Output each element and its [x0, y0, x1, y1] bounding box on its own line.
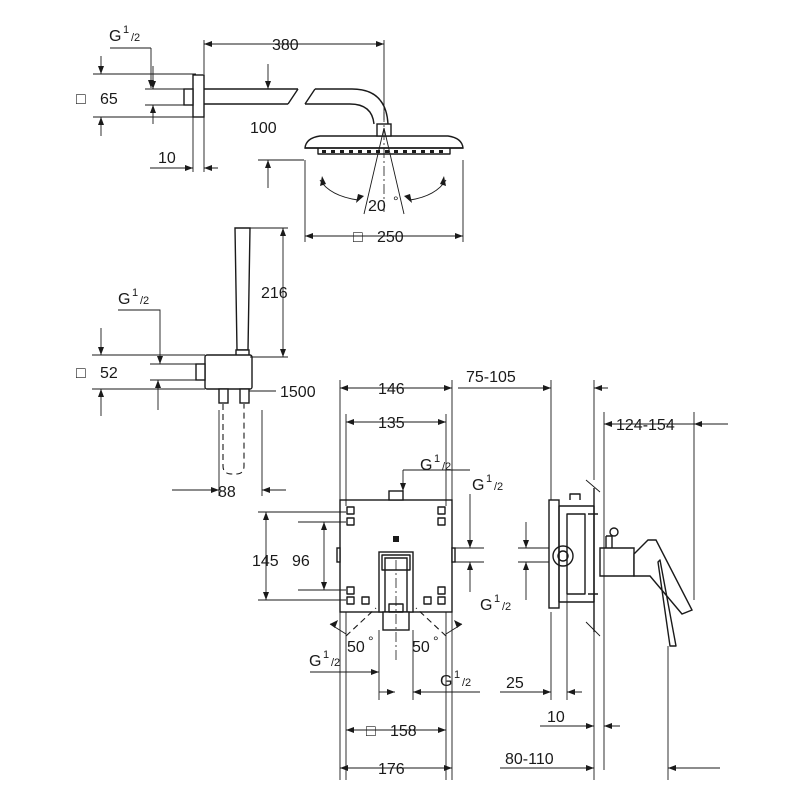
svg-text:°: ° — [433, 633, 439, 649]
svg-text:/2: /2 — [462, 677, 471, 689]
head-tilt-arc-left — [319, 179, 359, 201]
svg-text:°: ° — [368, 633, 374, 649]
side-projection-label: 124-154 — [616, 417, 675, 434]
side-trim — [599, 547, 635, 577]
hand-holder-thread — [195, 363, 206, 381]
hand-holder-outlet-left — [218, 388, 229, 404]
hand-thread-g: G — [118, 291, 130, 308]
side-lever-tip — [657, 559, 677, 647]
side-offset-10-label: 10 — [547, 709, 565, 726]
arm-wall-flange — [192, 74, 205, 118]
svg-text:/2: /2 — [140, 295, 149, 307]
shower-arm-view — [93, 40, 389, 188]
arm-break-right — [304, 88, 316, 105]
svg-text:□: □ — [353, 229, 363, 246]
box-top-thread-g: G — [420, 457, 432, 474]
svg-text:/2: /2 — [494, 481, 503, 493]
head-shower-body — [304, 135, 464, 149]
svg-text:1: 1 — [494, 593, 500, 605]
lever-angle-left-label: 50 — [347, 639, 365, 656]
svg-text:/2: /2 — [442, 461, 451, 473]
svg-text:/2: /2 — [131, 32, 140, 44]
head-drop-label: 100 — [250, 120, 277, 137]
hand-shower-view — [92, 227, 288, 496]
svg-text:/2: /2 — [331, 657, 340, 669]
mixer-top-connector — [388, 490, 404, 501]
hose-length-label: 1500 — [280, 384, 316, 401]
head-tilt-label: 20 — [368, 198, 386, 215]
head-flange-depth-label: 10 — [158, 150, 176, 167]
mixer-box-screws — [346, 506, 446, 605]
svg-text:/2: /2 — [502, 601, 511, 613]
trim-plate-sq-label: 158 — [390, 723, 417, 740]
svg-text:□: □ — [76, 365, 86, 382]
arm-thread-connector — [183, 88, 194, 106]
hand-holder-body — [204, 354, 253, 390]
box-bottom-right-thread-g: G — [440, 673, 452, 690]
side-cartridge-circle — [552, 545, 574, 567]
head-shower-nozzles — [322, 150, 443, 153]
hand-outlet-width-label: 88 — [218, 484, 236, 501]
box-height-inner-label: 96 — [292, 553, 310, 570]
svg-text:1: 1 — [434, 453, 440, 465]
svg-text:1: 1 — [454, 669, 460, 681]
head-diameter-label: 250 — [377, 229, 404, 246]
hand-holder-outlet-right — [239, 388, 250, 404]
head-shower-view — [304, 112, 464, 242]
svg-text:1: 1 — [132, 287, 138, 299]
svg-text:1: 1 — [123, 24, 129, 36]
mixer-center-mark — [393, 536, 399, 542]
box-width-outer-label: 146 — [378, 381, 405, 398]
mixer-front-view — [258, 380, 484, 780]
arm-tube — [204, 88, 298, 105]
dimension-labels: G 1 /2 380 □ 65 100 10 20 ° □ 250 216 G … — [76, 24, 675, 778]
hose-dashed — [222, 404, 245, 475]
svg-text:1: 1 — [323, 649, 329, 661]
hand-shower-handle — [234, 227, 251, 351]
box-bottom-left-thread-g: G — [309, 653, 321, 670]
lever-swing-lines — [345, 607, 447, 637]
head-tilt-rays — [363, 127, 405, 215]
head-arm-thread-g: G — [109, 28, 121, 45]
svg-text:□: □ — [76, 91, 86, 108]
mixer-lever-top — [381, 554, 411, 571]
svg-text:□: □ — [366, 723, 376, 740]
side-box-profile — [558, 505, 595, 603]
side-depth-range-label: 80-110 — [505, 751, 554, 768]
arm-elbow — [305, 88, 389, 125]
head-flange-sq-label: 65 — [100, 91, 118, 108]
arm-break-left — [287, 88, 299, 105]
hand-length-label: 216 — [261, 285, 288, 302]
box-right-thread-g: G — [472, 477, 484, 494]
box-height-outer-label: 145 — [252, 553, 279, 570]
mixer-side-view — [458, 380, 728, 780]
side-install-depth-label: 75-105 — [466, 369, 516, 386]
lever-angle-right-label: 50 — [412, 639, 430, 656]
hand-flange-sq-label: 52 — [100, 365, 118, 382]
side-outlet-thread-g: G — [480, 597, 492, 614]
arm-flange-ext-lines — [93, 73, 196, 118]
box-width-inner-label: 135 — [378, 415, 405, 432]
trim-plate-overall-label: 176 — [378, 761, 405, 778]
svg-text:1: 1 — [486, 473, 492, 485]
side-offset-25-label: 25 — [506, 675, 524, 692]
svg-text:°: ° — [393, 193, 399, 209]
head-arm-length-label: 380 — [272, 37, 299, 54]
